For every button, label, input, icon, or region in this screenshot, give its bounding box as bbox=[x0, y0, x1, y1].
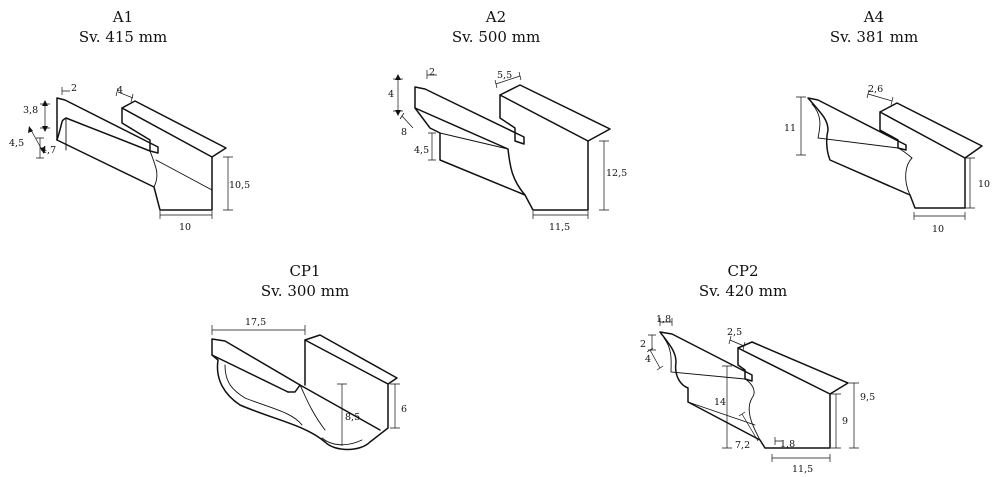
profile-cp2-dimensions: 1,8 2,5 2 4 14 7,2 1,8 9 9,5 11,5 bbox=[640, 314, 875, 475]
a4-dim-width: 10 bbox=[932, 224, 944, 235]
a2-dim-bead: 8 bbox=[401, 127, 407, 138]
profile-cp2-name: CP2 bbox=[727, 262, 758, 280]
cp2-dim-back-top: 2,5 bbox=[727, 327, 742, 338]
a2-dim-back-height: 12,5 bbox=[606, 168, 627, 179]
profile-cp1-drawing bbox=[211, 334, 398, 451]
profile-a2-drawing bbox=[414, 84, 611, 211]
profile-a4: A4 Sv. 381 mm 2,6 11 10 10 bbox=[784, 8, 990, 235]
a2-dim-lip-top: 2 bbox=[429, 67, 435, 78]
cp1-dim-depth: 8,5 bbox=[345, 412, 360, 423]
profile-cp1-size: Sv. 300 mm bbox=[261, 282, 349, 300]
a2-dim-width: 11,5 bbox=[549, 222, 570, 233]
cp2-dim-bead: 4 bbox=[645, 354, 651, 365]
profile-a4-drawing bbox=[807, 97, 983, 209]
profile-a1: A1 Sv. 415 mm 2 4 3,8 4,5 4,7 1 bbox=[9, 8, 250, 233]
cp2-dim-inner: 7,2 bbox=[735, 440, 750, 451]
a2-dim-back-top: 5,5 bbox=[497, 70, 512, 81]
cp2-dim-front-height: 14 bbox=[714, 397, 726, 408]
a2-dim-front-lower: 4,5 bbox=[414, 145, 429, 156]
cp2-dim-bottom-lip: 1,8 bbox=[780, 439, 795, 450]
cp2-dim-front-upper: 2 bbox=[640, 339, 646, 350]
a4-dim-back-height: 10 bbox=[978, 179, 990, 190]
profile-cp1-name: CP1 bbox=[289, 262, 320, 280]
profile-cp2: CP2 Sv. 420 mm 1,8 2,5 2 4 14 7,2 1,8 9 bbox=[640, 262, 875, 475]
profile-a4-name: A4 bbox=[863, 8, 884, 26]
cp2-dim-back-height: 9 bbox=[842, 416, 848, 427]
profile-a2-name: A2 bbox=[485, 8, 506, 26]
a1-dim-front-lower: 4,7 bbox=[41, 145, 56, 156]
a1-dim-back-top: 4 bbox=[117, 85, 123, 96]
profile-a1-dimensions: 2 4 3,8 4,5 4,7 10,5 10 bbox=[9, 83, 250, 233]
profile-a1-name: A1 bbox=[112, 8, 133, 26]
a1-dim-front-upper: 3,8 bbox=[23, 105, 38, 116]
profile-a2: A2 Sv. 500 mm 2 5,5 4 8 4,5 12,5 11,5 bbox=[388, 8, 627, 233]
cp2-dim-lip-top: 1,8 bbox=[656, 314, 671, 325]
a1-dim-bead: 4,5 bbox=[9, 138, 24, 149]
profile-a2-dimensions: 2 5,5 4 8 4,5 12,5 11,5 bbox=[388, 67, 627, 233]
a4-dim-front-height: 11 bbox=[784, 123, 796, 134]
profile-cp2-drawing bbox=[659, 331, 849, 449]
a4-dim-back-top: 2,6 bbox=[868, 84, 883, 95]
profile-a2-size: Sv. 500 mm bbox=[452, 28, 540, 46]
a1-dim-lip-top: 2 bbox=[71, 83, 77, 94]
cp1-dim-back-height: 6 bbox=[401, 404, 407, 415]
cp2-dim-width: 11,5 bbox=[792, 464, 813, 475]
a1-dim-back-height: 10,5 bbox=[229, 180, 250, 191]
cp2-dim-back-outer: 9,5 bbox=[860, 392, 875, 403]
profile-cp1: CP1 Sv. 300 mm 17,5 8,5 6 bbox=[211, 262, 407, 451]
a2-dim-front-upper: 4 bbox=[388, 89, 394, 100]
profile-a1-size: Sv. 415 mm bbox=[79, 28, 167, 46]
profile-a1-drawing bbox=[56, 97, 227, 211]
profile-cp2-size: Sv. 420 mm bbox=[699, 282, 787, 300]
profile-a4-dimensions: 2,6 11 10 10 bbox=[784, 84, 990, 235]
profile-cp1-dimensions: 17,5 8,5 6 bbox=[211, 317, 407, 446]
profile-a4-size: Sv. 381 mm bbox=[830, 28, 918, 46]
a1-dim-width: 10 bbox=[179, 222, 191, 233]
cp1-dim-top-width: 17,5 bbox=[245, 317, 266, 328]
